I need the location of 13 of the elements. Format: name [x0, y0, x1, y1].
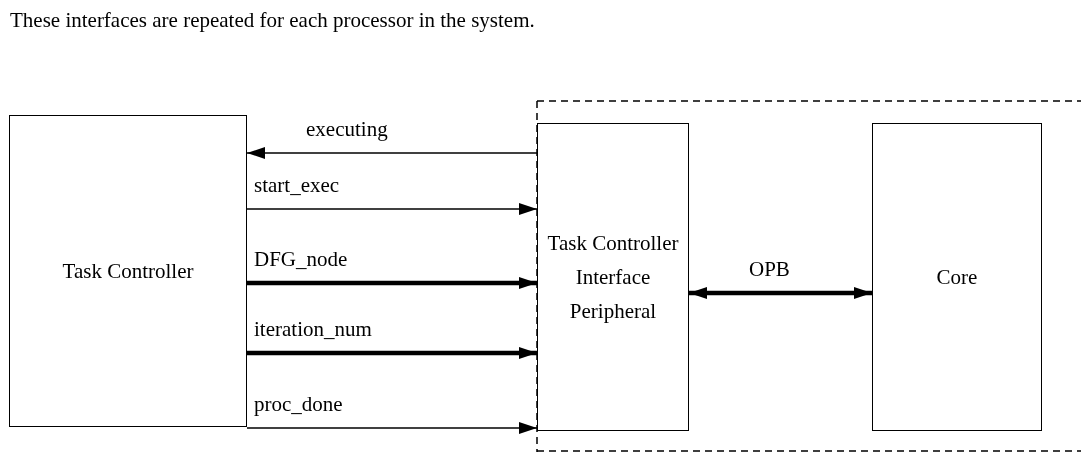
interface-peripheral-block	[537, 123, 689, 431]
arrow	[247, 277, 537, 289]
arrow	[246, 422, 538, 434]
title: These interfaces are repeated for each processor in the system.	[10, 8, 535, 33]
arrow	[246, 203, 538, 215]
controller-block	[9, 115, 247, 427]
processor-core-block	[872, 123, 1042, 431]
block-label: Task Controller	[62, 258, 194, 285]
double-arrow	[689, 287, 872, 299]
arrow	[246, 147, 538, 159]
block-label: Task Controller Interface Peripheral	[546, 230, 680, 325]
arrow	[247, 347, 537, 359]
block-label: Core	[936, 264, 978, 291]
